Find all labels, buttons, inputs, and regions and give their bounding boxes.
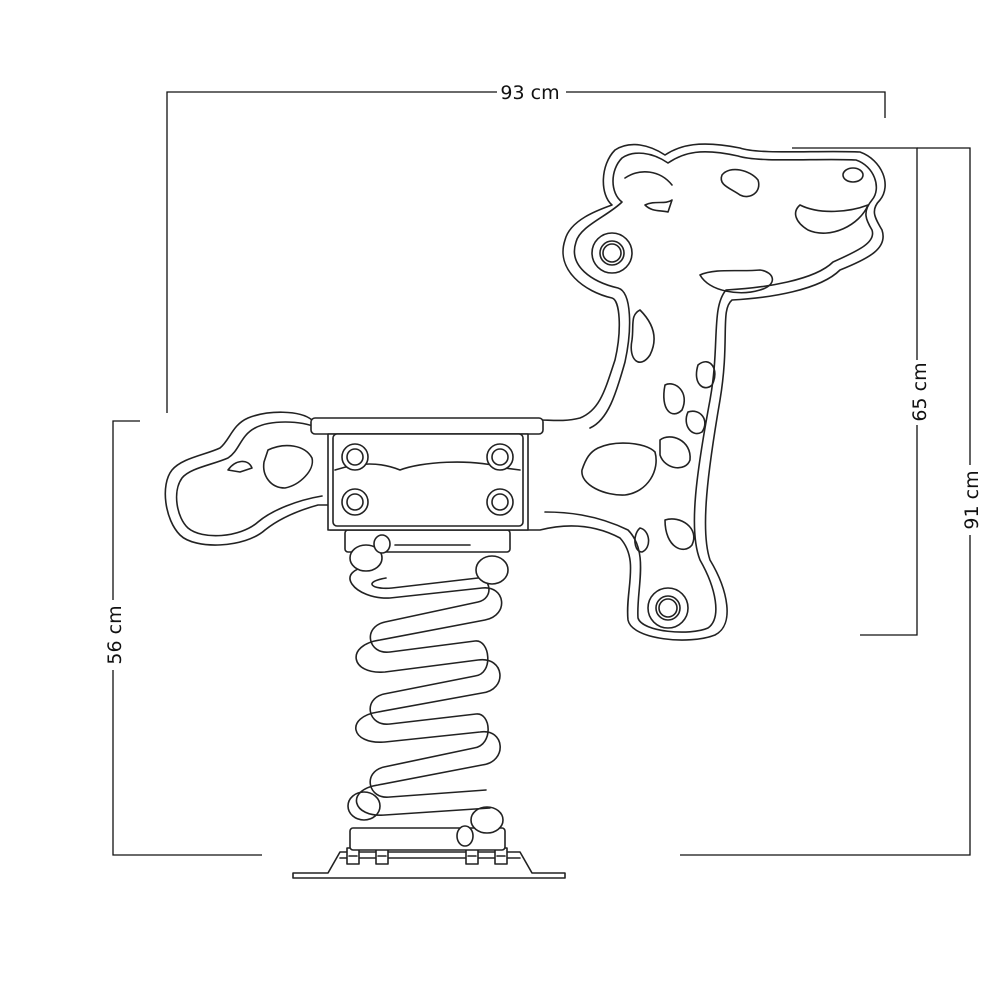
figure-height-dimension-label: 65 cm bbox=[909, 362, 931, 421]
anchor-bolts bbox=[346, 847, 508, 865]
leg-handle bbox=[647, 587, 689, 629]
spring-coil bbox=[349, 565, 503, 816]
head-handle bbox=[591, 232, 633, 274]
upper-spring-bracket bbox=[344, 529, 511, 585]
total-height-dimension: 91 cm bbox=[680, 147, 983, 856]
total-height-dimension-label: 91 cm bbox=[961, 470, 983, 529]
width-dimension: 93 cm bbox=[166, 82, 886, 413]
seat-height-dimension-label: 56 cm bbox=[104, 605, 126, 664]
seat-height-dimension: 56 cm bbox=[104, 420, 262, 856]
giraffe-body bbox=[164, 143, 886, 641]
base-plate bbox=[292, 847, 566, 879]
lower-spring-bracket bbox=[347, 791, 506, 851]
handles bbox=[591, 232, 689, 629]
seat bbox=[310, 417, 544, 531]
width-dimension-label: 93 cm bbox=[500, 82, 559, 104]
seat-bolts bbox=[341, 443, 514, 516]
